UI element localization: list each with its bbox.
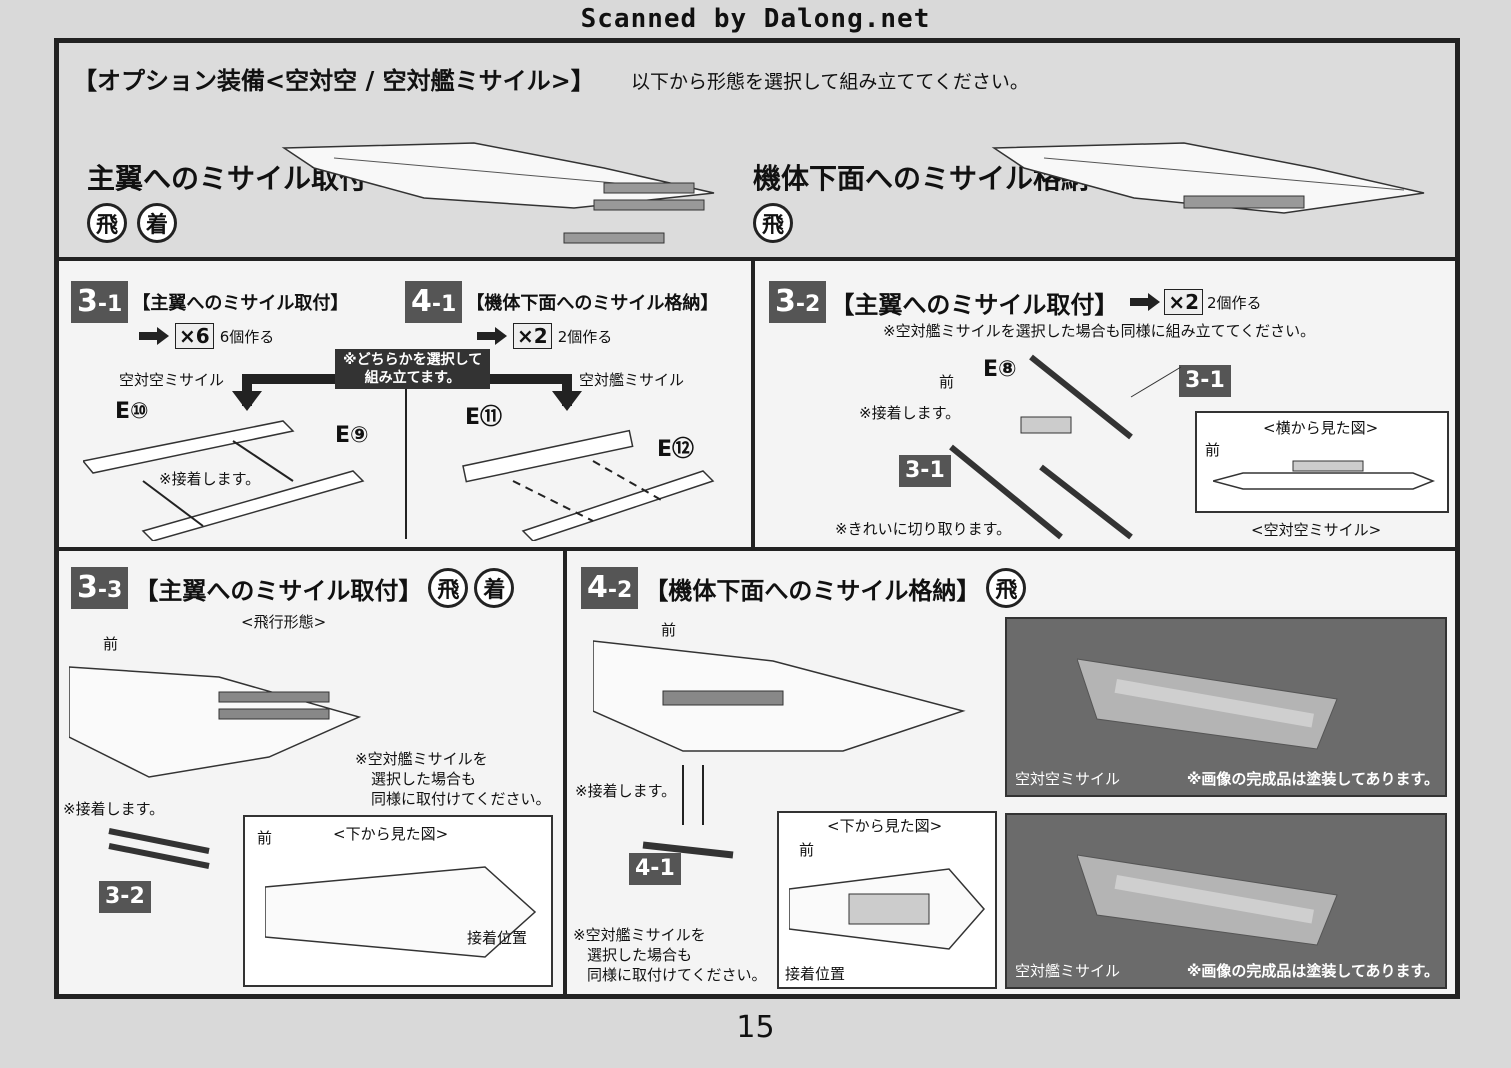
attach-position-label: 接着位置 [785,965,846,983]
photo-missile-shape [1077,658,1338,750]
photo-missile-shape [1077,854,1338,946]
missile-label: 空対艦ミサイル [579,371,685,389]
part-label: E⑨ [335,423,369,448]
missile-assembly-diagram [462,429,715,541]
step-badge: 3-2 [769,281,827,323]
arrow-icon [477,327,507,345]
front-label: 前 [103,635,119,653]
bottom-view-title: <下から見た図> [827,817,943,835]
ship-illustration-belly-missiles [991,142,1425,214]
part-label: E⑧ [983,357,1017,382]
missile-assembly-diagram [83,420,365,541]
scan-credit: Scanned by Dalong.net [580,4,931,34]
fly-icon: 飛 [428,568,469,608]
ship-bottom-icon [789,868,985,950]
note-line: 選択した場合も [587,946,693,964]
count-text: 2個作る [557,327,613,346]
ship-flight-diagram [69,666,362,778]
fly-icon: 飛 [87,203,127,243]
photo-air-to-air: 空対空ミサイル ※画像の完成品は塗装してあります。 [1005,617,1447,797]
front-label: 前 [799,841,815,859]
front-label: 前 [661,621,677,639]
front-label: 前 [257,829,273,847]
step-title: 【主翼へのミサイル取付】 [830,289,1119,319]
cut-note: ※きれいに切り取ります。 [835,520,1012,538]
part-label: E⑩ [115,399,149,424]
photo-air-to-ship: 空対艦ミサイル ※画像の完成品は塗装してあります。 [1005,813,1447,989]
missile-insert-icon [642,765,734,859]
ref-badge: 3-1 [1179,365,1231,397]
panel-step-3-2: 3-2 【主翼へのミサイル取付】 ×2 2個作る ※空対艦ミサイルを選択した場合… [753,259,1457,549]
fly-icon: 飛 [986,568,1027,608]
panel-step-4-2: 4-2 【機体下面へのミサイル格納】 飛 前 ※接着します。 4-1 ※空対艦ミ… [565,549,1457,996]
view-label: <飛行形態> [241,613,327,631]
panel-step-3-3: 3-3 【主翼へのミサイル取付】 飛 着 <飛行形態> 前 ※空対艦ミサイルを … [57,549,565,996]
attach-position-label: 接着位置 [467,929,528,947]
bottom-view-box: <下から見た図> 前 接着位置 [777,811,997,989]
fly-icon: 飛 [753,203,793,243]
arrow-icon [1130,293,1161,311]
ship-bottom-icon [265,866,537,958]
missile-side-icon [1213,460,1436,490]
multiplier: ×2 [513,323,552,349]
photo-label: 空対艦ミサイル [1015,962,1121,980]
side-view-title: <横から見た図> [1263,419,1379,437]
ship-illustration-wing-missiles [281,142,715,244]
count-text: 6個作る [219,327,275,346]
page-frame: 【オプション装備<空対空 / 空対艦ミサイル>】 以下から形態を選択して組み立て… [54,38,1460,999]
step-badge: 3-3 [71,567,129,609]
note-line: ※空対艦ミサイルを [355,750,488,768]
step-title: 【主翼へのミサイル取付】 [132,293,349,314]
bottom-view-box: <下から見た図> 前 接着位置 [243,815,553,987]
step-note: ※空対艦ミサイルを選択した場合も同様に組み立ててください。 [883,322,1316,340]
note-line: 選択した場合も [371,770,477,788]
side-view-box: <横から見た図> 前 [1195,411,1449,513]
step-title: 【機体下面へのミサイル格納】 [466,293,719,314]
choice-note: ※どちらかを選択して 組み立てます。 [335,349,491,389]
count-text: 2個作る [1207,293,1262,312]
banner-title: 【オプション装備<空対空 / 空対艦ミサイル>】 [73,66,595,95]
step-badge: 3-1 [71,281,129,323]
missile-pair-icon [108,828,210,869]
land-icon: 着 [137,203,177,243]
photo-label: 空対空ミサイル [1015,770,1121,788]
side-view-caption: <空対空ミサイル> [1251,521,1382,539]
glue-note: ※接着します。 [63,800,165,818]
ref-badge: 3-1 [899,455,951,487]
divider [405,353,407,539]
step-title: 【主翼へのミサイル取付】 [134,575,423,605]
photo-note: ※画像の完成品は塗装してあります。 [1186,962,1439,980]
panel-step-3-1-4-1: 3-1 【主翼へのミサイル取付】 ×6 6個作る 空対空ミサイル E⑩ E⑨ ※… [57,259,753,549]
note-line: ※空対艦ミサイルを [573,926,706,944]
land-icon: 着 [474,568,515,608]
arrow-icon [139,327,169,345]
step-title: 【機体下面へのミサイル格納】 [644,575,981,605]
step-badge: 4-2 [581,567,639,609]
part-label: E⑫ [657,437,695,462]
note-line: 同様に取付けてください。 [587,966,767,984]
banner-instruction: 以下から形態を選択して組み立ててください。 [631,71,1029,93]
note-line: 同様に取付けてください。 [371,790,551,808]
wing-missile-diagram [949,354,1182,540]
page-number: 15 [736,1010,775,1045]
glue-note: ※接着します。 [859,404,961,422]
front-label: 前 [939,373,955,391]
step-badge: 4-1 [405,281,463,323]
ship-belly-diagram [593,640,966,752]
ref-badge: 4-1 [629,853,681,885]
multiplier: ×6 [175,323,214,349]
ref-badge: 3-2 [99,881,151,913]
photo-note: ※画像の完成品は塗装してあります。 [1186,770,1439,788]
missile-label: 空対空ミサイル [119,371,225,389]
part-label: E⑪ [465,405,503,430]
multiplier: ×2 [1164,289,1204,315]
bottom-view-title: <下から見た図> [333,825,449,843]
front-label: 前 [1205,441,1221,459]
glue-note: ※接着します。 [575,782,677,800]
glue-note: ※接着します。 [159,470,261,488]
options-banner: 【オプション装備<空対空 / 空対艦ミサイル>】 以下から形態を選択して組み立て… [57,41,1457,259]
